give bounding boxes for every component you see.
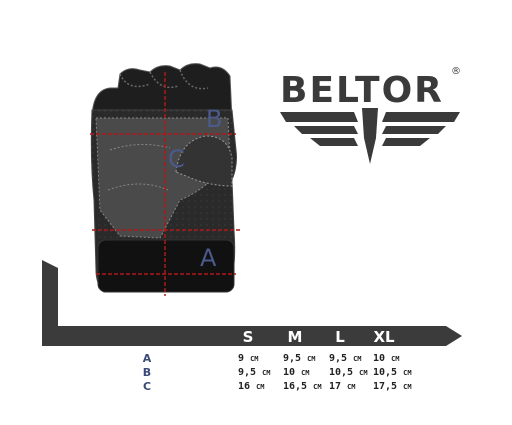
cell-b-m: 10 CM bbox=[283, 367, 310, 378]
cell-a-l: 9,5 CM bbox=[329, 353, 362, 364]
brand-logo-text: BELTOR bbox=[280, 70, 444, 111]
cell-b-s: 9,5 CM bbox=[238, 367, 271, 378]
row-label-b: B bbox=[142, 366, 152, 379]
size-header-l: L bbox=[335, 328, 345, 346]
cell-a-xl: 10 CM bbox=[373, 353, 400, 364]
glove-label-b: B bbox=[206, 105, 223, 133]
cell-c-l: 17 CM bbox=[329, 381, 356, 392]
row-label-c: C bbox=[142, 380, 152, 393]
glove-fingers bbox=[91, 63, 233, 121]
glove-wrist bbox=[97, 239, 235, 293]
glove-label-a: A bbox=[200, 244, 217, 272]
cell-a-s: 9 CM bbox=[238, 353, 259, 364]
registered-mark: ® bbox=[451, 66, 461, 77]
wings-emblem-icon bbox=[280, 108, 460, 164]
glove-thumb bbox=[175, 135, 233, 187]
cell-c-m: 16,5 CM bbox=[283, 381, 322, 392]
size-header-s: S bbox=[242, 328, 254, 346]
cell-a-m: 9,5 CM bbox=[283, 353, 316, 364]
cell-c-xl: 17,5 CM bbox=[373, 381, 412, 392]
cell-b-l: 10,5 CM bbox=[329, 367, 368, 378]
cell-c-s: 16 CM bbox=[238, 381, 265, 392]
cell-b-xl: 10,5 CM bbox=[373, 367, 412, 378]
size-header-xl: XL bbox=[373, 328, 395, 346]
row-label-a: A bbox=[142, 352, 152, 365]
size-header-m: M bbox=[287, 328, 303, 346]
glove-label-c: C bbox=[168, 145, 185, 173]
